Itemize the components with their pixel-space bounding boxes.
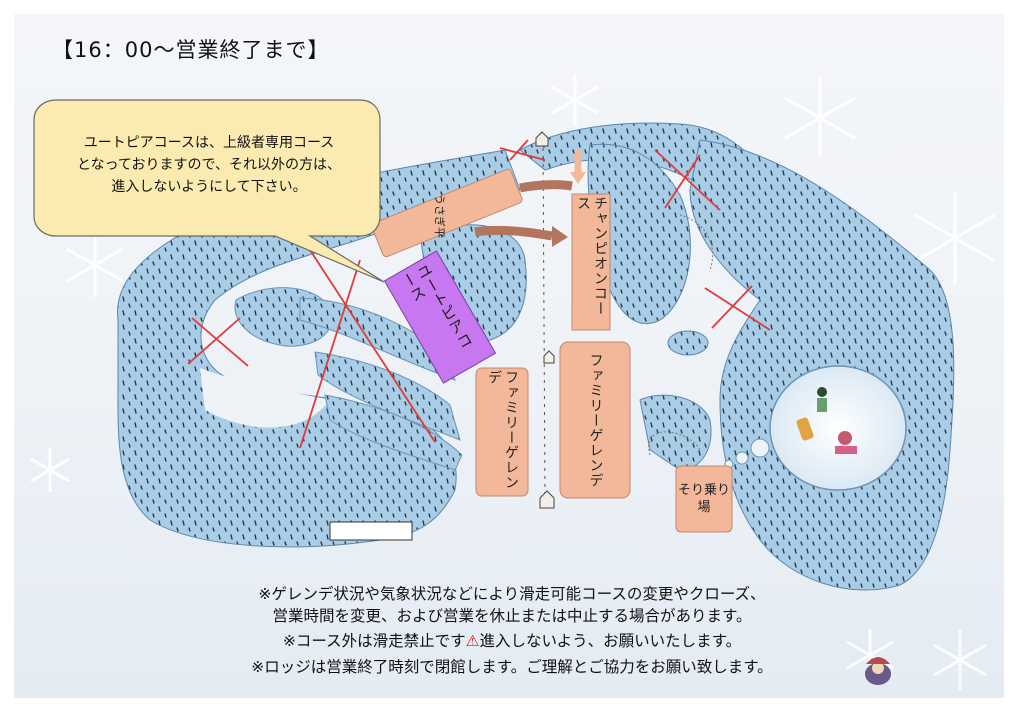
notice-bubble-text: ユートピアコースは、上級者専用コース となっておりますので、それ以外の方は、 進… — [48, 132, 370, 198]
footer-notice-3a: ※コース外は滑走禁止です — [282, 632, 466, 650]
champion-course-shape — [571, 193, 611, 331]
notice-line: ユートピアコースは、上級者専用コース — [83, 135, 335, 151]
family-gelande-right-label[interactable]: ファミリーゲレンデ — [587, 352, 604, 488]
small-slope-bump — [667, 330, 709, 356]
footer-notice-3: ※コース外は滑走禁止です⚠進入しないよう、お願いいたします。 — [0, 631, 1024, 651]
notice-line: となっておりますので、それ以外の方は、 — [77, 157, 341, 173]
inner-strip-3 — [299, 297, 457, 381]
usagi-course-label[interactable]: うさぎ平 — [433, 194, 447, 238]
footer-notice-1: ※ゲレンデ状況や気象状況などにより滑走可能コースの変更やクローズ、 — [258, 585, 766, 603]
closed-course-marks — [187, 139, 771, 449]
inner-strip-2 — [200, 368, 330, 428]
usagi-course-shape — [371, 168, 523, 258]
footer-notice-3b: 進入しないよう、お願いいたします。 — [479, 632, 742, 650]
utopia-course-shape — [383, 250, 497, 384]
sledding-area-circle — [769, 365, 907, 491]
sledder-figure-icon — [796, 387, 857, 454]
snowflake-decorations — [30, 74, 996, 690]
arrow-to-champion-2 — [474, 225, 553, 241]
right-bottom-slope — [639, 394, 712, 471]
lift-houses-icon — [535, 131, 555, 509]
footer-notice-4: ※ロッジは営業終了時刻で閉館します。ご理解とご協力をお願い致します。 — [251, 658, 773, 676]
footer-notice-2: 営業時間を変更、および営業を休止または中止する場合があります。 — [272, 607, 752, 625]
lift-line — [542, 139, 546, 501]
champion-course-label[interactable]: チャンピオンコース — [575, 196, 608, 316]
sled-area-shape — [675, 465, 733, 533]
notice-speech-bubble — [33, 99, 385, 283]
inner-strip-5 — [324, 394, 463, 471]
family-gelande-right-shape — [559, 341, 631, 499]
family-gelande-left-shape — [475, 367, 529, 497]
arrow-to-champion-1 — [519, 180, 573, 193]
notice-line: 進入しないようにして下さい。 — [111, 179, 307, 195]
mascot-icon — [865, 657, 891, 685]
inner-strip-4 — [314, 351, 461, 441]
ski-resort-logo — [329, 521, 413, 541]
sled-area-label[interactable]: そり乗り場 — [677, 483, 730, 515]
family-gelande-left-label[interactable]: ファミリーゲレンデ — [486, 370, 519, 490]
warning-icon: ⚠ — [465, 632, 480, 650]
time-period-title: 【16：00～営業終了まで】 — [52, 38, 330, 62]
